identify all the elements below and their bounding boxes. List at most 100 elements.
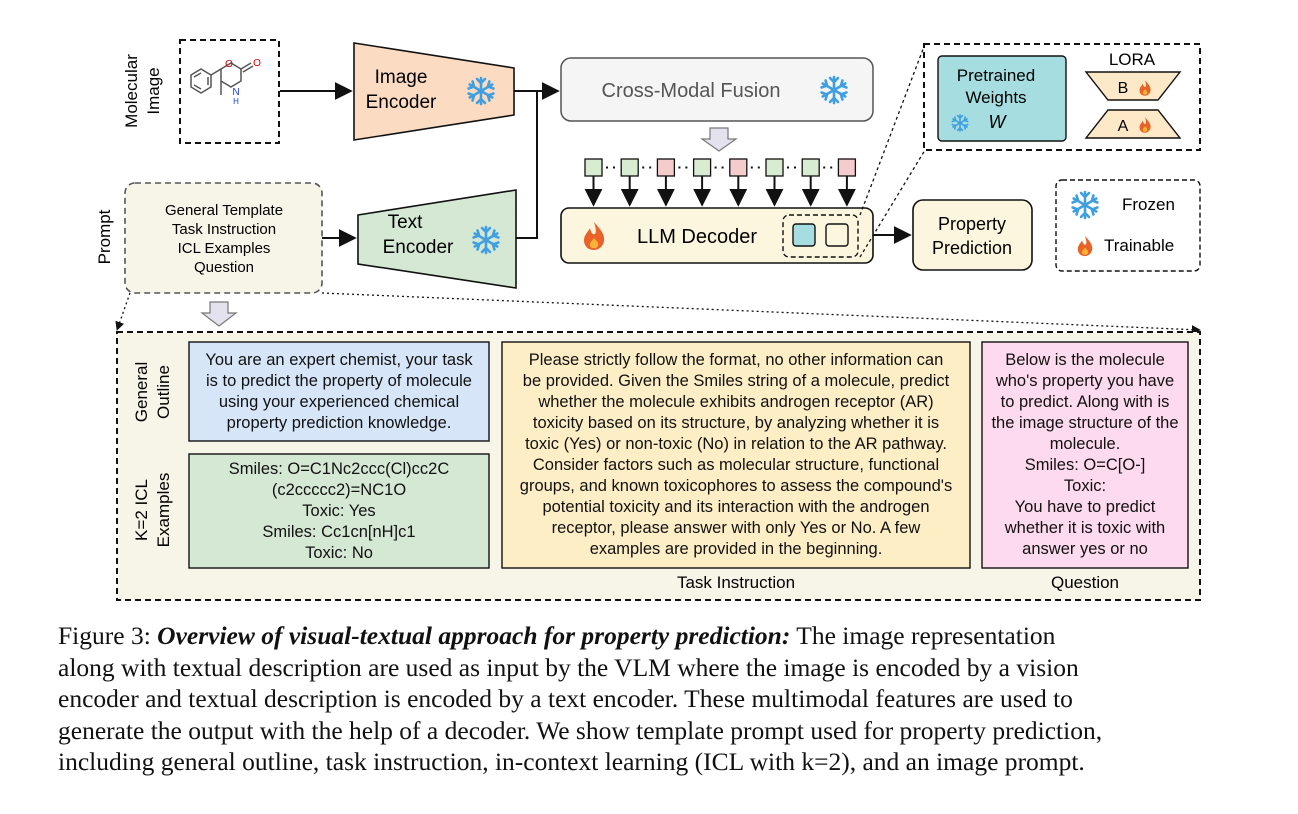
prompt-box [124,182,323,294]
question-line: whether it is toxic with [1004,519,1166,537]
weights-symbol: W [989,112,1008,132]
image-encoder-block [353,42,515,141]
prompt-zoom-line-left [115,292,131,331]
cross-modal-fusion-label: Cross-Modal Fusion [602,80,781,102]
property-prediction-block [912,199,1033,271]
lora-b-label: B [1118,80,1129,97]
molecule-structure [190,62,254,95]
task-line: groups, and known toxicophores to assess… [519,477,953,495]
molecular-image-label-line1: Molecular [122,54,141,128]
prompt-side-label: Prompt [95,209,114,264]
task-line: potential toxicity and its interaction w… [542,498,930,516]
question-line: molecule. [1049,435,1121,453]
token-square [765,158,784,177]
token-square [620,158,639,177]
figure-caption: Figure 3: Overview of visual-textual app… [58,620,1248,778]
molecule-oxygen-carbonyl: O [253,58,261,69]
question-line: to predict. Along with is [1000,393,1170,411]
question-box [981,341,1189,569]
question-line: You have to predict [1014,498,1156,516]
token-square [801,158,820,177]
outline-line: property prediction knowledge. [226,413,452,432]
caption-line: encoder and textual description is encod… [58,684,1073,713]
legend-frozen-label: Frozen [1122,195,1175,214]
task-instruction-box [501,341,971,569]
adapter-weight-square [792,223,816,247]
caption-title: Overview of visual-textual approach for … [157,621,791,650]
caption-line: along with textual description are used … [58,652,1079,682]
molecule-oxygen-ring: O [225,59,233,70]
question-line: Smiles: O=C[O-] [1024,456,1146,474]
outline-line: using your experienced chemical [218,392,460,411]
lora-a-label: A [1118,118,1129,135]
icl-line: Toxic: No [305,543,373,562]
prompt-zoom-line-right [321,292,1201,335]
task-line: toxic (Yes) or non-toxic (No) in relatio… [525,435,947,453]
llm-decoder-label: LLM Decoder [637,226,757,248]
molecule-hydrogen: H [233,97,239,106]
task-instruction-caption: Task Instruction [677,573,795,592]
caption-line: including general outline, task instruct… [58,747,1085,776]
lora-b-block [1084,71,1182,101]
token-square [729,158,748,177]
adapter-lora-square [825,223,849,247]
fusion-down-arrow [700,127,738,152]
icl-examples-box [188,453,490,569]
general-outline-label-line1: General [132,362,151,422]
molecular-image-group: O O N H [179,39,280,144]
icl-examples-label-line2: Examples [154,473,173,548]
question-text: Below is the molecule who's property you… [982,342,1188,568]
task-line: whether the molecule exhibits androgen r… [538,393,934,411]
pretrained-weights-block [937,55,1067,142]
text-encoder-output-line [516,91,538,239]
token-square [692,158,712,177]
prompt-line-general-template: General Template [165,202,283,219]
question-caption: Question [1051,573,1119,592]
icl-line: (c2ccccc2)=NC1O [271,480,407,499]
general-outline-label-line2: Outline [154,365,173,419]
task-line: toxicity based on its structure, by anal… [532,414,940,432]
text-encoder-block [357,189,517,289]
token-square [837,158,857,177]
molecular-image-frame [179,39,280,144]
architecture-diagram: O O N H Molecular Image Prompt Image Enc… [95,39,1201,601]
token-row [584,158,857,207]
task-line: Consider factors such as molecular struc… [532,456,940,474]
legend-trainable-label: Trainable [1104,236,1174,255]
icl-line: Smiles: O=C1Nc2ccc(Cl)cc2C [228,459,450,478]
image-encoder-label-line1: Image [375,67,428,88]
image-encoder-label-line2: Encoder [366,92,437,113]
text-encoder-label-line1: Text [388,212,424,233]
outline-line: is to predict the property of molecule [206,371,472,390]
question-line: answer yes or no [1022,540,1148,558]
lora-title: LORA [1109,50,1156,69]
question-line: Below is the molecule [1005,351,1165,369]
caption-label: Figure 3: [58,621,158,650]
legend-box [1055,179,1201,272]
question-line: the image structure of the [991,414,1179,432]
task-line: receptor, please answer with only Yes or… [551,519,921,537]
icl-examples-text: Smiles: O=C1Nc2ccc(Cl)cc2C (c2ccccc2)=NC… [189,454,489,568]
caption-first-line-rest: The image representation [790,621,1056,650]
cross-modal-fusion-block [560,57,874,122]
lora-a-block [1084,109,1182,139]
task-line: be provided. Given the Smiles string of … [522,372,950,390]
question-line: Toxic: [1063,477,1107,495]
icl-line: Toxic: Yes [302,501,376,520]
general-outline-text: You are an expert chemist, your task is … [189,342,489,441]
molecular-image-label-line2: Image [144,67,163,114]
zoom-line-bottom [859,149,926,258]
task-instruction-text: Please strictly follow the format, no ot… [502,342,970,568]
general-outline-box [188,341,490,442]
zoom-line-top [859,43,926,216]
icl-line: Smiles: Cc1cn[nH]c1 [262,522,416,541]
question-line: who's property you have [995,372,1175,390]
prompt-down-arrow [200,301,238,327]
text-encoder-label-line2: Encoder [383,237,454,258]
caption-line: generate the output with the help of a d… [58,715,1103,745]
outline-line: You are an expert chemist, your task [205,350,473,369]
task-line: Please strictly follow the format, no ot… [528,351,944,369]
prompt-line-icl-examples: ICL Examples [178,240,271,257]
property-prediction-label-line2: Prediction [932,238,1012,258]
property-prediction-label-line1: Property [938,214,1006,234]
